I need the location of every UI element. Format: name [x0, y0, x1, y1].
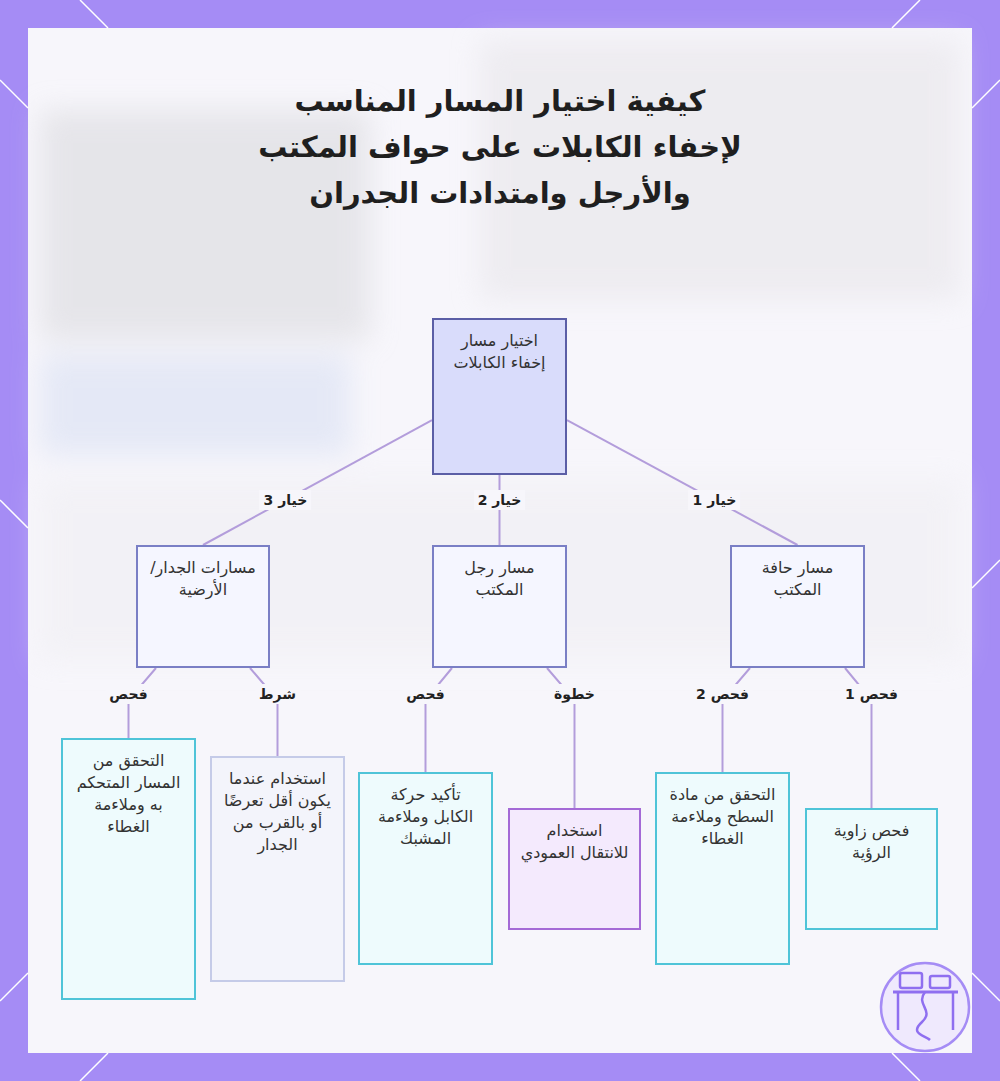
- node-text: التحقق من المسار المتحكم به وملاءمة الغط…: [73, 750, 184, 838]
- step-box: استخدام للانتقال العمودي: [508, 808, 641, 930]
- connector: [203, 420, 432, 545]
- node-text: التحقق من مادة السطح وملاءمة الغطاء: [667, 784, 778, 850]
- node-text: استخدام للانتقال العمودي: [520, 820, 629, 864]
- edge-label: خيار 1: [689, 490, 741, 510]
- option-box: مسارات الجدار/ الأرضية: [136, 545, 270, 668]
- node-text: اختيار مسار إخفاء الكابلات: [444, 330, 555, 374]
- node-text: تأكيد حركة الكابل وملاءمة المشبك: [370, 784, 481, 850]
- node-text: مسار رجل المكتب: [444, 557, 555, 601]
- edge-label: خيار 2: [474, 490, 526, 510]
- node-text: استخدام عندما يكون أقل تعرضًا أو بالقرب …: [222, 768, 333, 856]
- edge-label: خيار 3: [260, 490, 312, 510]
- option-box: مسار رجل المكتب: [432, 545, 567, 668]
- condition-box: استخدام عندما يكون أقل تعرضًا أو بالقرب …: [210, 756, 345, 982]
- blurred-photo: [40, 40, 960, 660]
- edge-label: فحص 2: [692, 684, 753, 704]
- connector: [567, 420, 798, 545]
- logo-icon: [881, 963, 969, 1051]
- connector: [250, 668, 278, 756]
- diagram-title: كيفية اختيار المسار المناسب لإخفاء الكاب…: [255, 78, 745, 216]
- edge-label: شرط: [255, 684, 300, 704]
- edge-label: فحص: [105, 684, 151, 704]
- check-box: التحقق من المسار المتحكم به وملاءمة الغط…: [61, 738, 196, 1000]
- connector: [499, 475, 501, 545]
- option-box: مسار حافة المكتب: [730, 545, 865, 668]
- check-box: تأكيد حركة الكابل وملاءمة المشبك: [358, 772, 493, 965]
- node-text: مسارات الجدار/ الأرضية: [148, 557, 258, 601]
- root-box: اختيار مسار إخفاء الكابلات: [432, 318, 567, 475]
- edge-label: فحص: [402, 684, 448, 704]
- node-text: مسار حافة المكتب: [742, 557, 853, 601]
- edge-label: فحص 1: [841, 684, 902, 704]
- node-text: فحص زاوية الرؤية: [817, 820, 926, 864]
- check-box: التحقق من مادة السطح وملاءمة الغطاء: [655, 772, 790, 965]
- inner-panel: [28, 28, 972, 1053]
- check-box: فحص زاوية الرؤية: [805, 808, 938, 930]
- edge-label: خطوة: [550, 684, 599, 704]
